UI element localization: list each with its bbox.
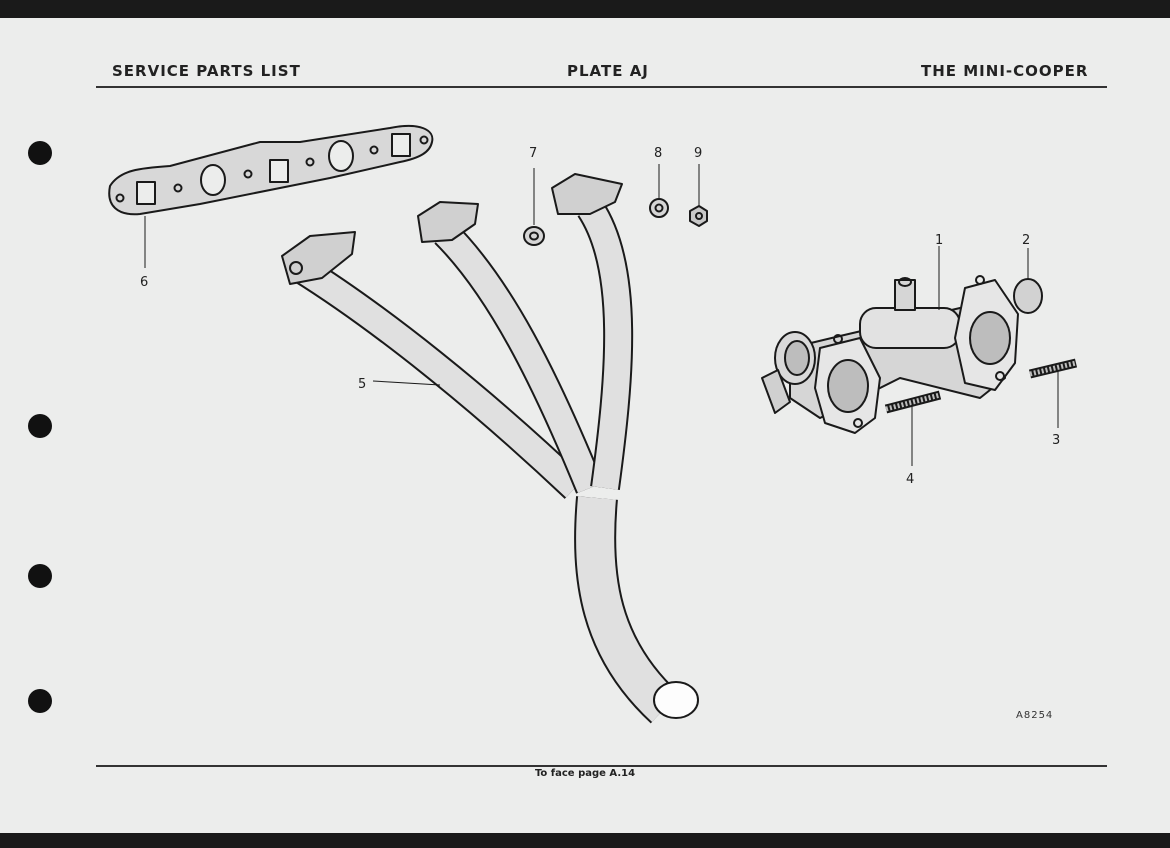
callout-3: 3 [1052, 433, 1060, 448]
exploded-parts-drawing: 1 2 3 4 5 6 7 8 9 [108, 124, 1078, 724]
parts-plate-sheet: SERVICE PARTS LIST PLATE AJ THE MINI-COO… [0, 18, 1170, 833]
callout-5: 5 [358, 377, 366, 392]
callout-7: 7 [529, 146, 537, 161]
footer-rule [96, 765, 1107, 767]
exhaust-manifold-part [281, 173, 699, 724]
header-center: PLATE AJ [567, 62, 649, 80]
header-right: THE MINI-COOPER [921, 62, 1089, 80]
stud-part [884, 390, 942, 414]
header-left: SERVICE PARTS LIST [112, 62, 301, 80]
callout-8: 8 [654, 146, 662, 161]
callout-2: 2 [1022, 233, 1030, 248]
binder-hole [28, 689, 52, 713]
callout-4: 4 [906, 472, 914, 487]
leader-lines [144, 164, 1059, 466]
callout-9: 9 [694, 146, 702, 161]
drawing-reference: A8254 [1016, 710, 1054, 721]
binder-hole [28, 414, 52, 438]
callout-6: 6 [140, 275, 148, 290]
binder-hole [28, 141, 52, 165]
washer-part [649, 198, 669, 218]
nut-part [689, 205, 708, 227]
inlet-manifold-part [761, 275, 1019, 434]
manifold-gasket-part [108, 124, 434, 216]
footer-page-ref: To face page A.14 [534, 768, 636, 779]
callout-numbers: 1 2 3 4 5 6 7 8 9 [140, 146, 1060, 487]
blanking-plug-part [1013, 278, 1043, 314]
callout-1: 1 [935, 233, 943, 248]
washer-part [523, 226, 545, 246]
binder-hole [28, 564, 52, 588]
stud-part [1028, 358, 1078, 379]
header-rule [96, 86, 1107, 88]
